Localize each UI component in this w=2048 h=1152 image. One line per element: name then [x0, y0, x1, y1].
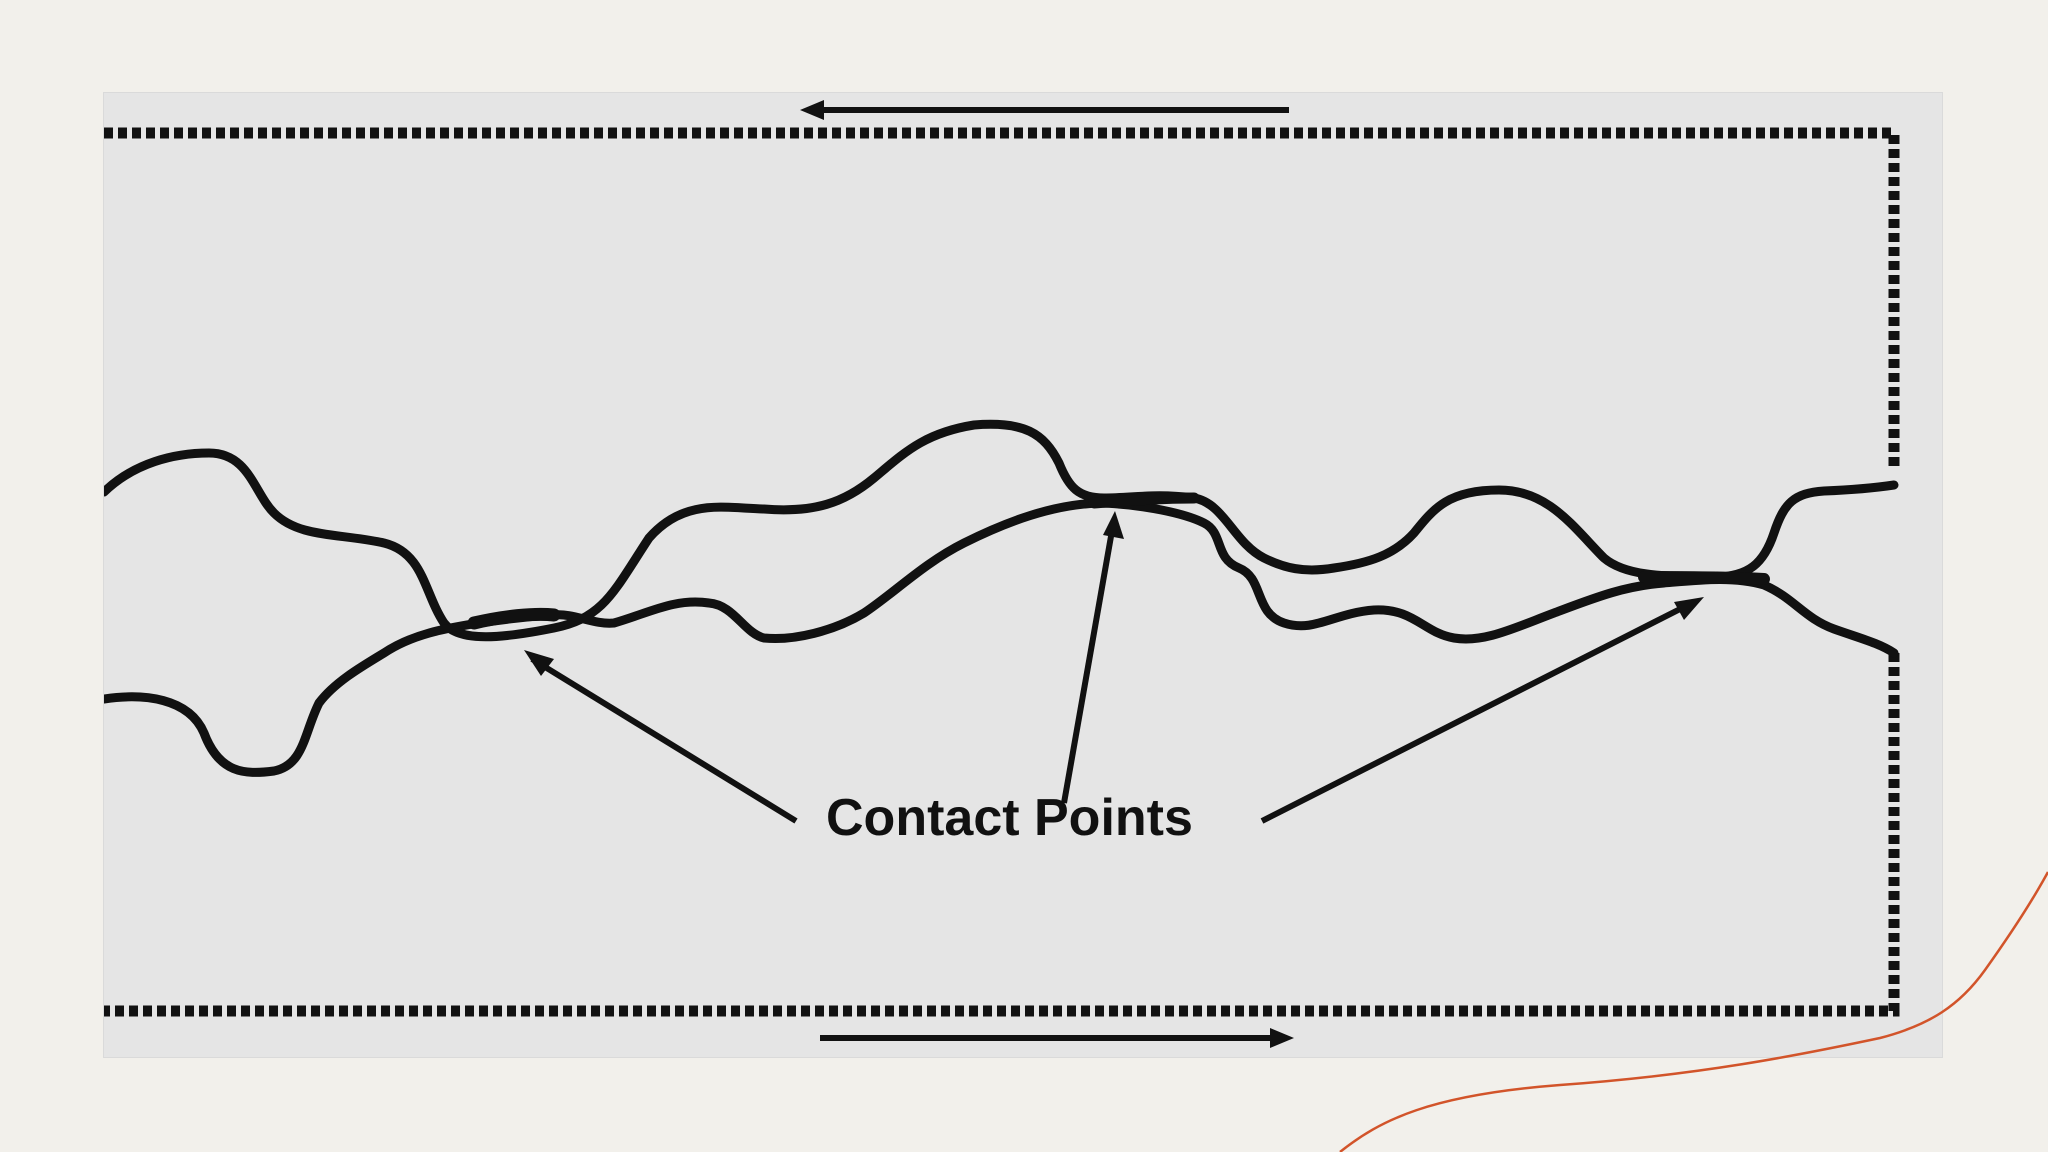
- pointer-arrow-right: [1260, 600, 1694, 824]
- contact-point-center: [1088, 492, 1200, 509]
- contact-points-diagram: Contact Points: [104, 100, 1900, 1048]
- bottom-arrowhead: [1270, 1028, 1294, 1048]
- diagram-panel: Contact Points: [104, 93, 1942, 1057]
- pointer-arrow-left: [530, 656, 798, 824]
- contact-points-label: Contact Points: [826, 789, 1193, 847]
- contact-point-left: [467, 607, 561, 630]
- top-arrowhead: [800, 100, 824, 120]
- upper-surface-profile: [104, 419, 1899, 642]
- contact-point-right: [1638, 571, 1770, 585]
- boundary-top: [104, 127, 1900, 468]
- pointer-arrow-center: [1061, 524, 1116, 804]
- pointer-arrowhead-right: [1674, 597, 1704, 620]
- pointer-arrowhead-center: [1103, 511, 1124, 539]
- pointer-arrowhead-left: [524, 650, 554, 676]
- lower-surface-profile: [104, 498, 1899, 777]
